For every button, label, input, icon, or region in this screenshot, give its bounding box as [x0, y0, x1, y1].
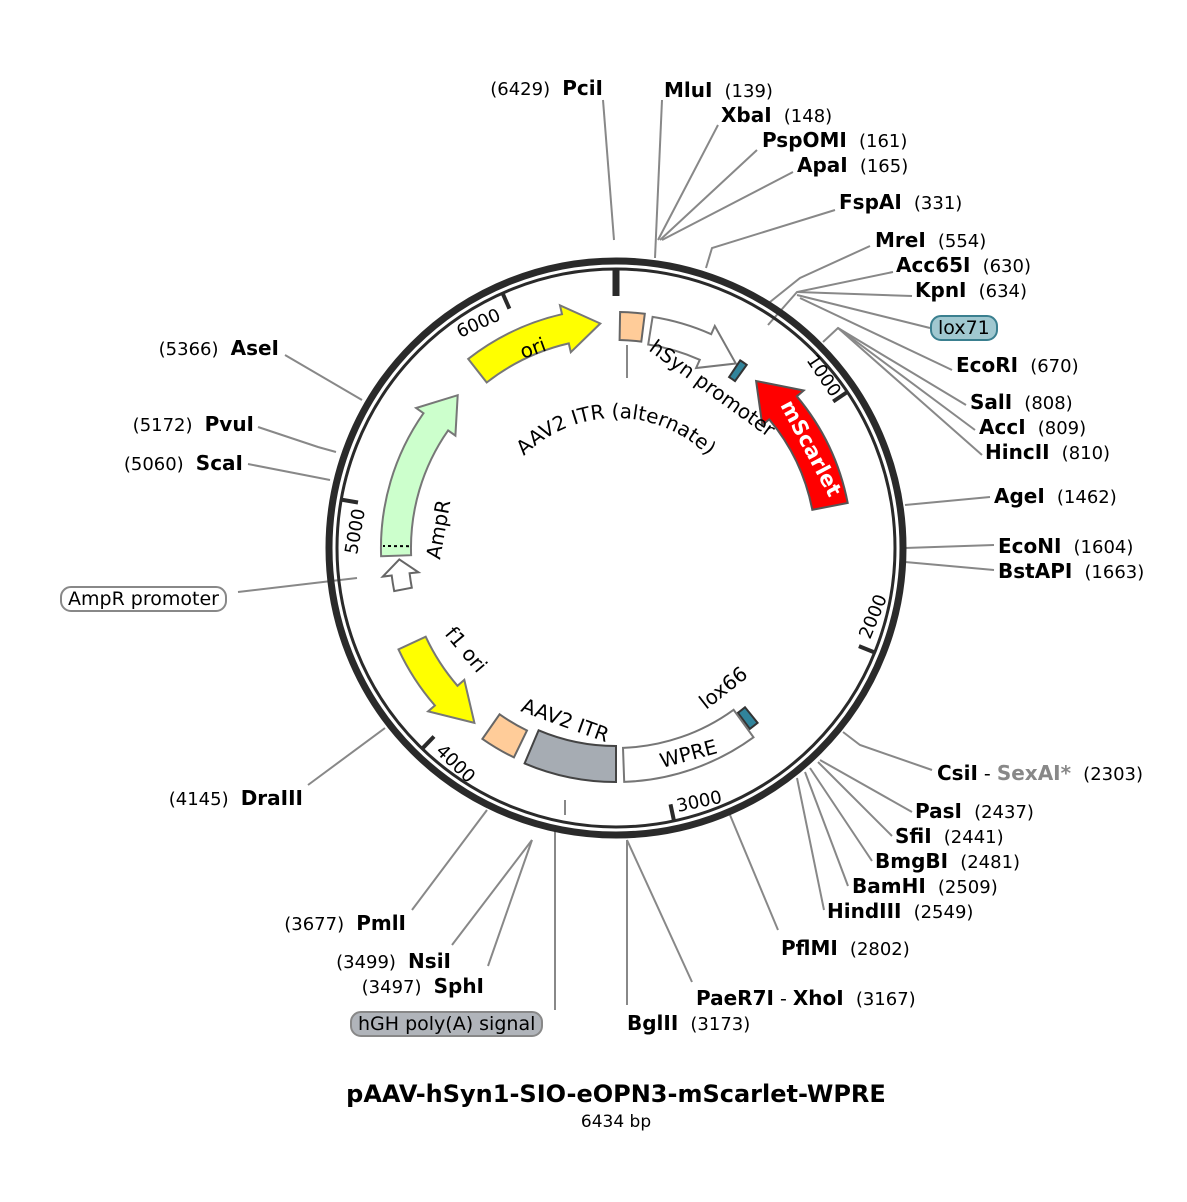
- site-HincII[interactable]: HincII (810): [985, 440, 1111, 464]
- backbone-inner: [335, 267, 897, 829]
- feature-label-lox66: lox66: [694, 661, 752, 713]
- site-PciI[interactable]: (6429) PciI: [490, 76, 603, 100]
- site-PmlI[interactable]: (3677) PmlI: [284, 911, 406, 935]
- site-PspOMI[interactable]: PspOMI (161): [762, 128, 908, 152]
- ori-arrow[interactable]: [466, 303, 603, 384]
- site-EcoNI[interactable]: EcoNI (1604): [998, 534, 1134, 558]
- tick-label-5000: 5000: [341, 507, 370, 556]
- feature-label-f1ori: f1 ori: [440, 622, 492, 677]
- feature-label-itr-alternate: AAV2 ITR (alternate): [511, 399, 721, 460]
- site-BglII[interactable]: BglII (3173): [627, 1011, 751, 1035]
- site-AseI[interactable]: (5366) AseI: [158, 336, 279, 360]
- leader-lines: [237, 99, 995, 1010]
- site-ScaI[interactable]: (5060) ScaI: [123, 451, 243, 475]
- mscarlet-arrow[interactable]: [754, 379, 849, 511]
- feature-ampr-promoter-label[interactable]: AmpR promoter: [60, 586, 227, 612]
- site-CsiI-SexAI[interactable]: CsiI - SexAI* (2303): [937, 761, 1144, 785]
- site-FspAI[interactable]: FspAI (331): [839, 190, 963, 214]
- site-HindIII[interactable]: HindIII (2549): [827, 899, 974, 923]
- site-PaeR7I-XhoI[interactable]: PaeR7I - XhoI (3167): [696, 986, 916, 1010]
- ampr-arrow[interactable]: [380, 393, 459, 558]
- site-PvuI[interactable]: (5172) PvuI: [132, 412, 254, 436]
- plasmid-name: pAAV-hSyn1-SIO-eOPN3-mScarlet-WPRE: [346, 1080, 886, 1108]
- site-SalI[interactable]: SalI (808): [970, 390, 1073, 414]
- site-XbaI[interactable]: XbaI (148): [721, 103, 833, 127]
- features: [380, 303, 849, 784]
- site-BmgBI[interactable]: BmgBI (2481): [875, 849, 1021, 873]
- hgh-polya-box[interactable]: [523, 728, 617, 784]
- hsyn-promoter-arrow[interactable]: [647, 315, 738, 370]
- site-MluI[interactable]: MluI (139): [664, 78, 773, 102]
- lox66-marker[interactable]: [736, 705, 760, 731]
- site-DraIII[interactable]: (4145) DraIII: [168, 786, 303, 810]
- site-PasI[interactable]: PasI (2437): [915, 799, 1034, 823]
- site-BamHI[interactable]: BamHI (2509): [852, 874, 998, 898]
- feature-lox71-label[interactable]: lox71: [930, 315, 998, 341]
- plasmid-length: 6434 bp: [580, 1112, 652, 1132]
- tick-label-1000: 1000: [802, 351, 845, 401]
- site-PflMI[interactable]: PflMI (2802): [781, 936, 910, 960]
- site-Acc65I[interactable]: Acc65I (630): [896, 253, 1031, 277]
- site-SfiI[interactable]: SfiI (2441): [895, 824, 1004, 848]
- site-MreI[interactable]: MreI (554): [875, 228, 987, 252]
- backbone-outer: [325, 257, 907, 839]
- tick-label-3000: 3000: [675, 787, 724, 817]
- site-AccI[interactable]: AccI (809): [979, 415, 1087, 439]
- itr-box[interactable]: [481, 712, 529, 759]
- f1-ori-arrow[interactable]: [397, 635, 476, 725]
- wpre-box[interactable]: [621, 708, 755, 783]
- feature-hgh-polya-label[interactable]: hGH poly(A) signal: [350, 1011, 544, 1037]
- site-NsiI[interactable]: (3499) NsiI: [336, 949, 451, 973]
- ticks: [340, 269, 876, 822]
- tick-2000: [858, 644, 876, 655]
- tick-5000: [340, 497, 359, 505]
- site-AgeI[interactable]: AgeI (1462): [994, 484, 1117, 508]
- tick-6000: [500, 292, 512, 310]
- site-KpnI[interactable]: KpnI (634): [915, 278, 1027, 302]
- tick-1000: [832, 390, 849, 404]
- ampr-promoter-arrow[interactable]: [380, 558, 422, 593]
- tick-3000: [668, 803, 676, 822]
- feature-label-ampr: AmpR: [421, 498, 455, 561]
- site-EcoRI[interactable]: EcoRI (670): [956, 353, 1079, 377]
- itr-alternate-box[interactable]: [618, 310, 646, 343]
- site-SphI[interactable]: (3497) SphI: [361, 974, 484, 998]
- tick-4000: [420, 735, 436, 751]
- lox71-marker[interactable]: [727, 359, 749, 383]
- site-BstAPI[interactable]: BstAPI (1663): [998, 559, 1145, 583]
- site-ApaI[interactable]: ApaI (165): [797, 153, 909, 177]
